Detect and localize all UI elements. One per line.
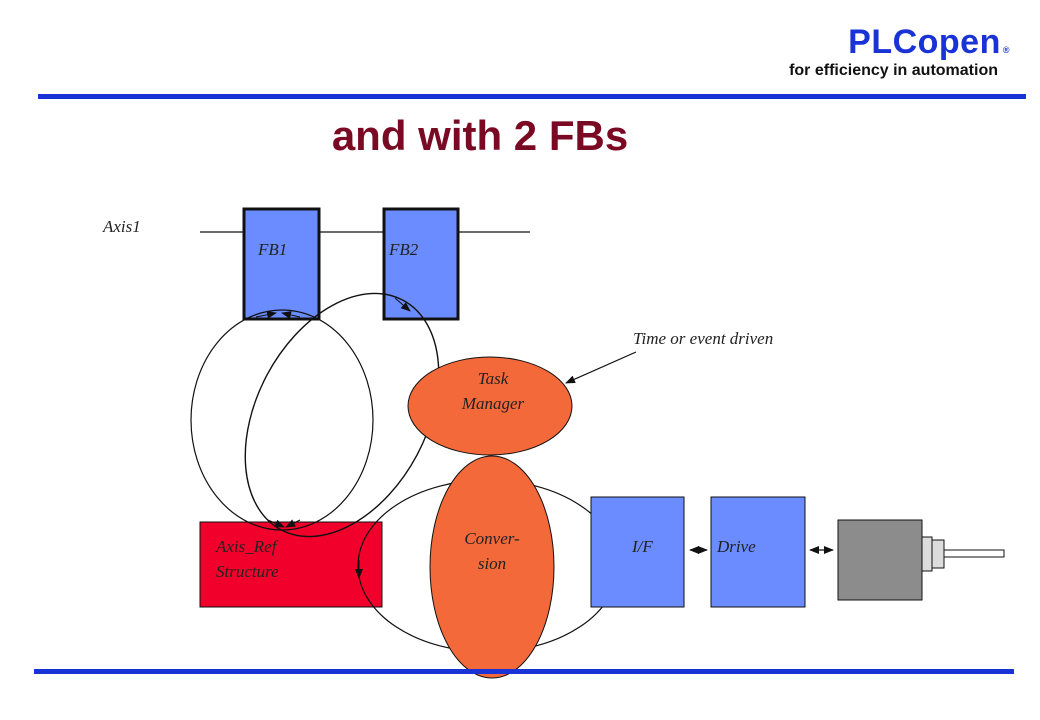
fb2-block[interactable] <box>382 207 460 321</box>
interface-block[interactable] <box>590 496 685 608</box>
footer-rule <box>34 669 1014 674</box>
annotation-arrow <box>565 351 637 384</box>
fb2-axisref-loop <box>244 292 440 538</box>
conversion-label-line2: sion <box>478 554 506 573</box>
task-manager-label-line2: Manager <box>461 394 525 413</box>
task-manager-label-line1: Task <box>478 369 509 388</box>
conversion-label-line1: Conver- <box>464 529 520 548</box>
axis-ref-label-line2: Structure <box>216 562 279 581</box>
motor-icon <box>837 519 1005 601</box>
interface-label: I/F <box>631 537 653 556</box>
plcopen-logo: PLCopen® for efficiency in automation <box>789 22 1010 80</box>
logo-tagline: for efficiency in automation <box>789 62 998 79</box>
loop-arrowhead <box>394 297 411 312</box>
loop-arrowhead <box>255 310 277 319</box>
axis-ref-label-line1: Axis_Ref <box>215 537 279 556</box>
loop-arrowhead <box>285 519 301 528</box>
task-manager-ellipse[interactable] <box>407 356 573 456</box>
loop-arrowhead <box>267 519 285 528</box>
drive-block[interactable] <box>710 496 806 608</box>
fb2-label: FB2 <box>388 240 419 259</box>
drive-label: Drive <box>716 537 756 556</box>
conversion-ellipse[interactable] <box>429 455 555 679</box>
loop-arrowhead <box>281 311 301 319</box>
fb1-axisref-loop <box>190 309 374 531</box>
slide-title: and with 2 FBs <box>331 112 629 159</box>
fb1-label: FB1 <box>257 240 287 259</box>
registered-mark: ® <box>1002 45 1010 55</box>
axis-ref-block[interactable] <box>199 521 383 608</box>
logo-name: PLCopen <box>848 23 1001 61</box>
trigger-annotation: Time or event driven <box>633 329 773 348</box>
fb1-block[interactable] <box>242 207 321 321</box>
header-rule <box>38 94 1026 99</box>
axis-label: Axis1 <box>102 217 141 236</box>
